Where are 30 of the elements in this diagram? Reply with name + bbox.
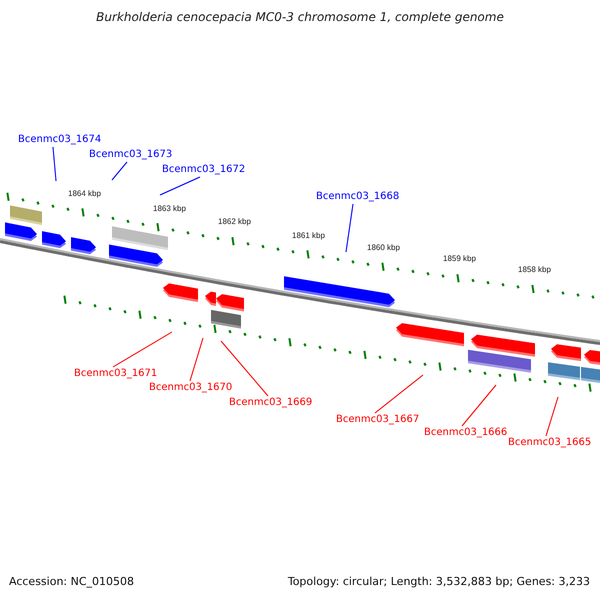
- leader-line: [220, 340, 268, 396]
- leader-line: [374, 374, 424, 414]
- gene-label: Bcenmc03_1674: [18, 134, 102, 146]
- gene-label: Bcenmc03_1667: [336, 414, 420, 426]
- gene-label: Bcenmc03_1666: [424, 427, 508, 439]
- title: Burkholderia cenocepacia MC0-3 chromosome 1, complete genome: [95, 10, 505, 24]
- scale-label: 1859 kbp: [443, 254, 476, 263]
- scale-label: 1861 kbp: [292, 231, 325, 240]
- scale-label: 1858 kbp: [518, 265, 551, 274]
- leader-line: [346, 204, 354, 252]
- gene-label: Bcenmc03_1669: [229, 397, 312, 409]
- scale-label: 1860 kbp: [367, 243, 400, 252]
- leader-line: [462, 384, 496, 426]
- scale-label: 1862 kbp: [218, 217, 251, 226]
- scale-label: 1863 kbp: [153, 204, 186, 213]
- gene-label: Bcenmc03_1672: [162, 164, 246, 176]
- leader-line: [190, 338, 204, 382]
- gene-label: Bcenmc03_1668: [316, 191, 400, 203]
- footer-text: Accession: NC_010508: [9, 575, 134, 588]
- scale-label: 1864 kbp: [68, 189, 101, 198]
- gene-label: Bcenmc03_1673: [89, 149, 172, 161]
- leader-line: [112, 162, 128, 180]
- leader-line: [546, 396, 558, 436]
- gene-label: Bcenmc03_1671: [74, 368, 158, 380]
- footer-text: Topology: circular; Length: 3,532,883 bp; Genes: 3,233: [288, 575, 590, 588]
- gene-label: Bcenmc03_1665: [508, 437, 592, 449]
- leader-line: [112, 332, 172, 368]
- leader-line: [52, 146, 56, 182]
- gene-label: Bcenmc03_1670: [149, 382, 232, 394]
- leader-line: [160, 176, 200, 196]
